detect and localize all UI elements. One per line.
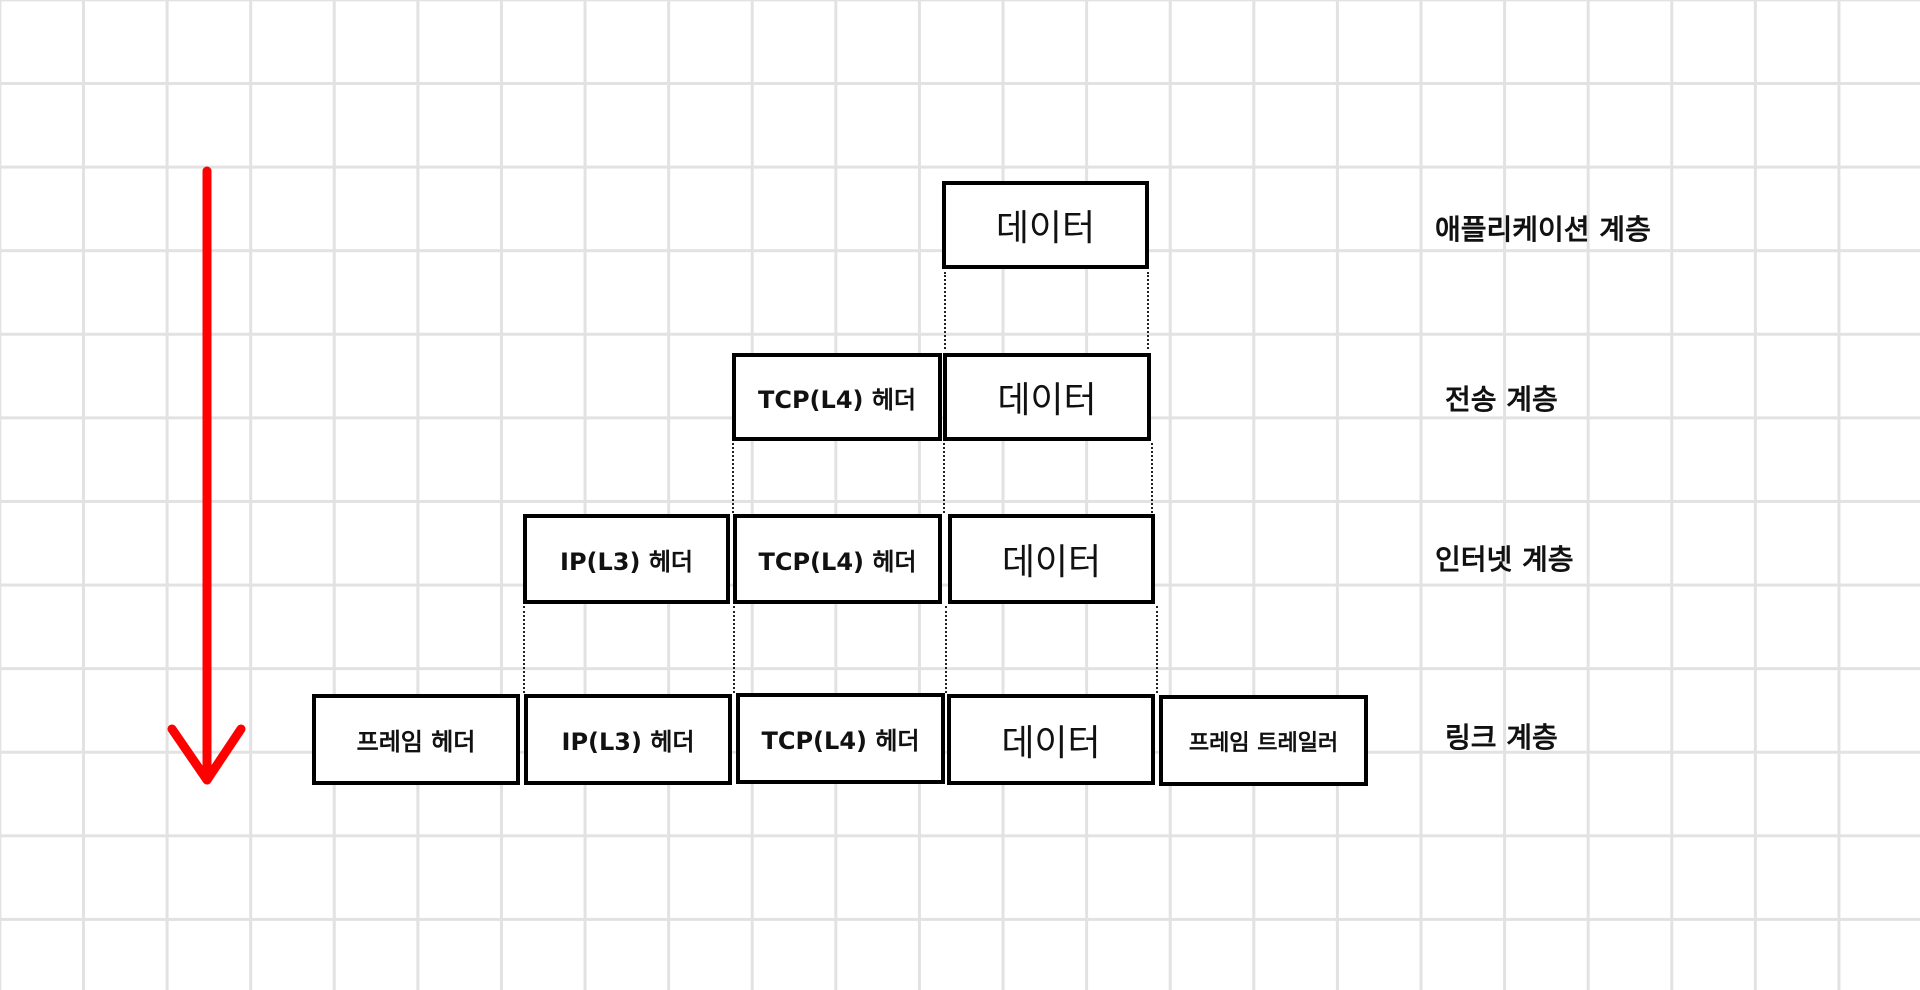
- internet-tcp-header-box: TCP(L4) 헤더: [733, 514, 942, 604]
- link-layer-label: 링크 계층: [1445, 721, 1558, 754]
- link-tcp-header-box: TCP(L4) 헤더: [736, 693, 945, 784]
- guide-line: [943, 443, 945, 513]
- guide-line: [732, 443, 734, 513]
- app-data-box: 데이터: [942, 181, 1149, 269]
- guide-line: [1151, 443, 1153, 513]
- link-frame-header-box: 프레임 헤더: [312, 694, 520, 785]
- transport-data-box: 데이터: [943, 353, 1151, 441]
- internet-data-box: 데이터: [948, 514, 1155, 604]
- guide-line: [944, 272, 946, 349]
- link-ip-header-box: IP(L3) 헤더: [524, 694, 732, 785]
- transport-tcp-header-box: TCP(L4) 헤더: [732, 353, 942, 441]
- application-layer-label: 애플리케이션 계층: [1435, 213, 1651, 246]
- guide-line: [1147, 272, 1149, 349]
- guide-line: [945, 606, 947, 693]
- internet-ip-header-box: IP(L3) 헤더: [523, 514, 730, 604]
- guide-line: [733, 606, 735, 693]
- transport-layer-label: 전송 계층: [1445, 383, 1558, 416]
- internet-layer-label: 인터넷 계층: [1435, 543, 1574, 576]
- link-frame-trailer-box: 프레임 트레일러: [1159, 695, 1368, 786]
- link-data-box: 데이터: [947, 694, 1155, 785]
- guide-line: [1156, 606, 1158, 693]
- guide-line: [523, 606, 525, 693]
